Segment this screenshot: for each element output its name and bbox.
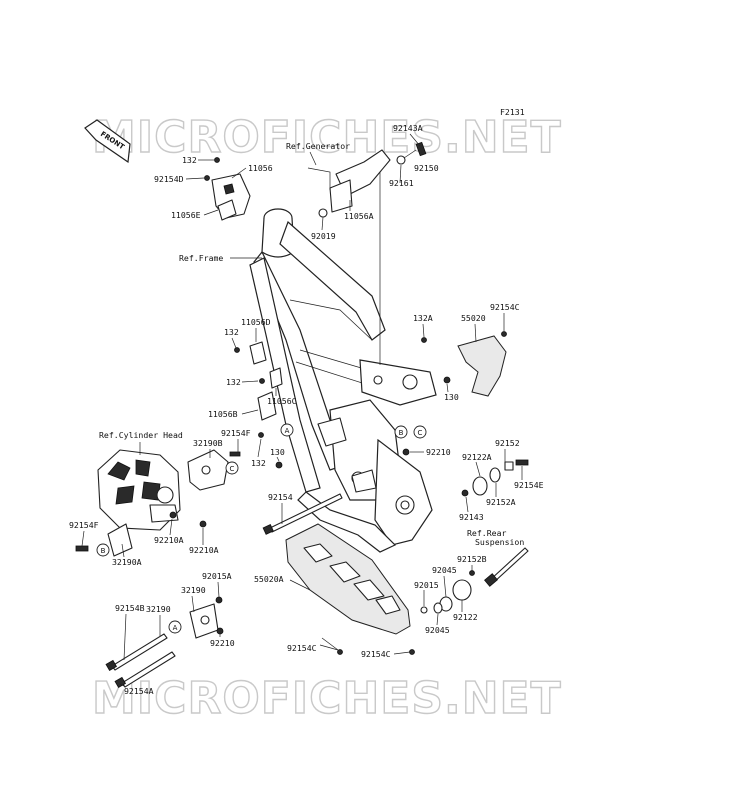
label-92154f-mid: 92154F [221, 428, 251, 438]
ref-rear-suspension-label-2: Suspension [475, 537, 524, 547]
label-32190a: 32190A [112, 557, 142, 567]
label-92210-right: 92210 [426, 447, 451, 457]
pivot-spacers-right [402, 448, 529, 497]
label-92210a-1: 92210A [154, 535, 184, 545]
watermark-bottom: MICROFICHES.NET [92, 673, 562, 724]
label-32190b: 32190B [193, 438, 223, 448]
label-92152a: 92152A [486, 497, 516, 507]
label-92150: 92150 [414, 163, 439, 173]
label-92161: 92161 [389, 178, 414, 188]
label-92154c-mid: 92154C [287, 643, 317, 653]
chain-guard-55020 [443, 331, 507, 397]
label-92154c-top: 92154C [490, 302, 520, 312]
label-92122: 92122 [453, 612, 478, 622]
svg-text:C: C [230, 465, 235, 473]
label-132-top: 132 [182, 155, 197, 165]
engine-bracket-32190a [75, 511, 207, 557]
ref-frame-label: Ref.Frame [179, 253, 223, 263]
label-92210a-2: 92210A [189, 545, 219, 555]
label-92154e: 92154E [514, 480, 544, 490]
label-11056b: 11056B [208, 409, 238, 419]
label-92152: 92152 [495, 438, 520, 448]
label-132-mid: 132 [224, 327, 239, 337]
label-92045-1: 92045 [432, 565, 457, 575]
ref-marker-c-2: C [225, 461, 239, 475]
ref-marker-a-2: A [168, 620, 182, 634]
label-92143a: 92143A [393, 123, 423, 133]
label-92122a: 92122A [462, 452, 492, 462]
figure-code: F2131 [500, 107, 525, 117]
svg-text:A: A [285, 427, 290, 435]
svg-text:C: C [418, 429, 423, 437]
label-32190-b: 32190 [146, 604, 171, 614]
ref-marker-c-1: C [413, 425, 427, 439]
label-92152b: 92152B [457, 554, 487, 564]
svg-text:B: B [101, 547, 106, 555]
label-92154c-bot: 92154C [361, 649, 391, 659]
label-132a: 132A [413, 313, 433, 323]
ref-cylinder-head-label: Ref.Cylinder Head [99, 430, 183, 440]
skid-plate-55020a [285, 523, 415, 655]
engine-bracket-32190b [187, 449, 241, 491]
label-130-bot: 130 [270, 447, 285, 457]
ref-rear-suspension-label-1: Ref.Rear [467, 528, 507, 538]
label-11056a: 11056A [344, 211, 374, 221]
label-92154d: 92154D [154, 174, 184, 184]
generator-bracket [307, 149, 391, 218]
label-92015a: 92015A [202, 571, 232, 581]
label-130-right: 130 [444, 392, 459, 402]
watermark-top: MICROFICHES.NET [92, 112, 562, 163]
label-92143: 92143 [459, 512, 484, 522]
ref-generator-label: Ref.Generator [286, 141, 350, 151]
label-11056e: 11056E [171, 210, 201, 220]
main-frame [249, 162, 437, 553]
ref-marker-b-1: B [394, 425, 408, 439]
label-92154: 92154 [268, 492, 293, 502]
label-11056c: 11056C [267, 396, 297, 406]
front-arrow-icon: FRONT [84, 119, 131, 164]
svg-text:A: A [173, 624, 178, 632]
small-brackets-left [234, 337, 427, 469]
label-92154f-left: 92154F [69, 520, 99, 530]
label-92154a: 92154A [124, 686, 154, 696]
rear-suspension-bolt [420, 547, 529, 614]
bracket-11056 [204, 157, 251, 221]
leader-lines [81, 133, 523, 687]
label-132-bot: 132 [251, 458, 266, 468]
label-92154b: 92154B [115, 603, 145, 613]
label-32190: 32190 [181, 585, 206, 595]
label-132-low: 132 [226, 377, 241, 387]
label-92019: 92019 [311, 231, 336, 241]
label-11056d: 11056D [241, 317, 271, 327]
cylinder-head [97, 449, 181, 531]
label-55020a: 55020A [254, 574, 284, 584]
label-92015: 92015 [414, 580, 439, 590]
ref-marker-b-2: B [96, 543, 110, 557]
fastener-cluster-top-right [396, 141, 427, 165]
label-11056: 11056 [248, 163, 273, 173]
ref-marker-a-1: A [280, 423, 294, 437]
bolt-92154 [262, 493, 343, 535]
label-92210-bot: 92210 [210, 638, 235, 648]
svg-text:B: B [399, 429, 404, 437]
label-55020: 55020 [461, 313, 486, 323]
label-92045-2: 92045 [425, 625, 450, 635]
